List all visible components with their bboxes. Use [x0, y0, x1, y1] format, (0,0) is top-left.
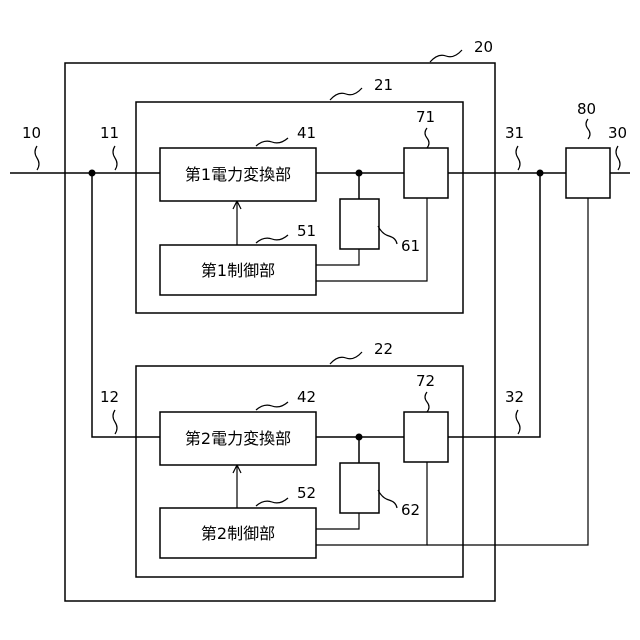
- leader-30: [616, 146, 620, 170]
- ref-42: 42: [297, 388, 316, 406]
- block-80: [566, 148, 610, 198]
- block-62: [340, 463, 379, 513]
- block-71: [404, 148, 448, 198]
- ref-21: 21: [374, 76, 393, 94]
- leader-20: [430, 50, 462, 62]
- ref-30: 30: [608, 124, 627, 142]
- block-72: [404, 412, 448, 462]
- ref-41: 41: [297, 124, 316, 142]
- ref-61: 61: [401, 237, 420, 255]
- block-52-label: 第2制御部: [201, 524, 275, 543]
- ref-52: 52: [297, 484, 316, 502]
- ref-72: 72: [416, 372, 435, 390]
- ref-31: 31: [505, 124, 524, 142]
- ref-80: 80: [577, 100, 596, 118]
- junction-dot: [89, 170, 96, 177]
- leader-31: [516, 146, 520, 170]
- ref-20: 20: [474, 38, 493, 56]
- ref-51: 51: [297, 222, 316, 240]
- leader-32: [516, 410, 520, 434]
- ref-10: 10: [22, 124, 41, 142]
- ref-71: 71: [416, 108, 435, 126]
- leader-80: [586, 119, 590, 139]
- block-61: [340, 199, 379, 249]
- block-41-label: 第1電力変換部: [185, 165, 291, 184]
- ref-11: 11: [100, 124, 119, 142]
- junction-dot: [537, 170, 544, 177]
- ref-32: 32: [505, 388, 524, 406]
- ref-62: 62: [401, 501, 420, 519]
- ref-12: 12: [100, 388, 119, 406]
- block-42-label: 第2電力変換部: [185, 429, 291, 448]
- block-51-label: 第1制御部: [201, 261, 275, 280]
- leader-10: [35, 146, 39, 170]
- ref-22: 22: [374, 340, 393, 358]
